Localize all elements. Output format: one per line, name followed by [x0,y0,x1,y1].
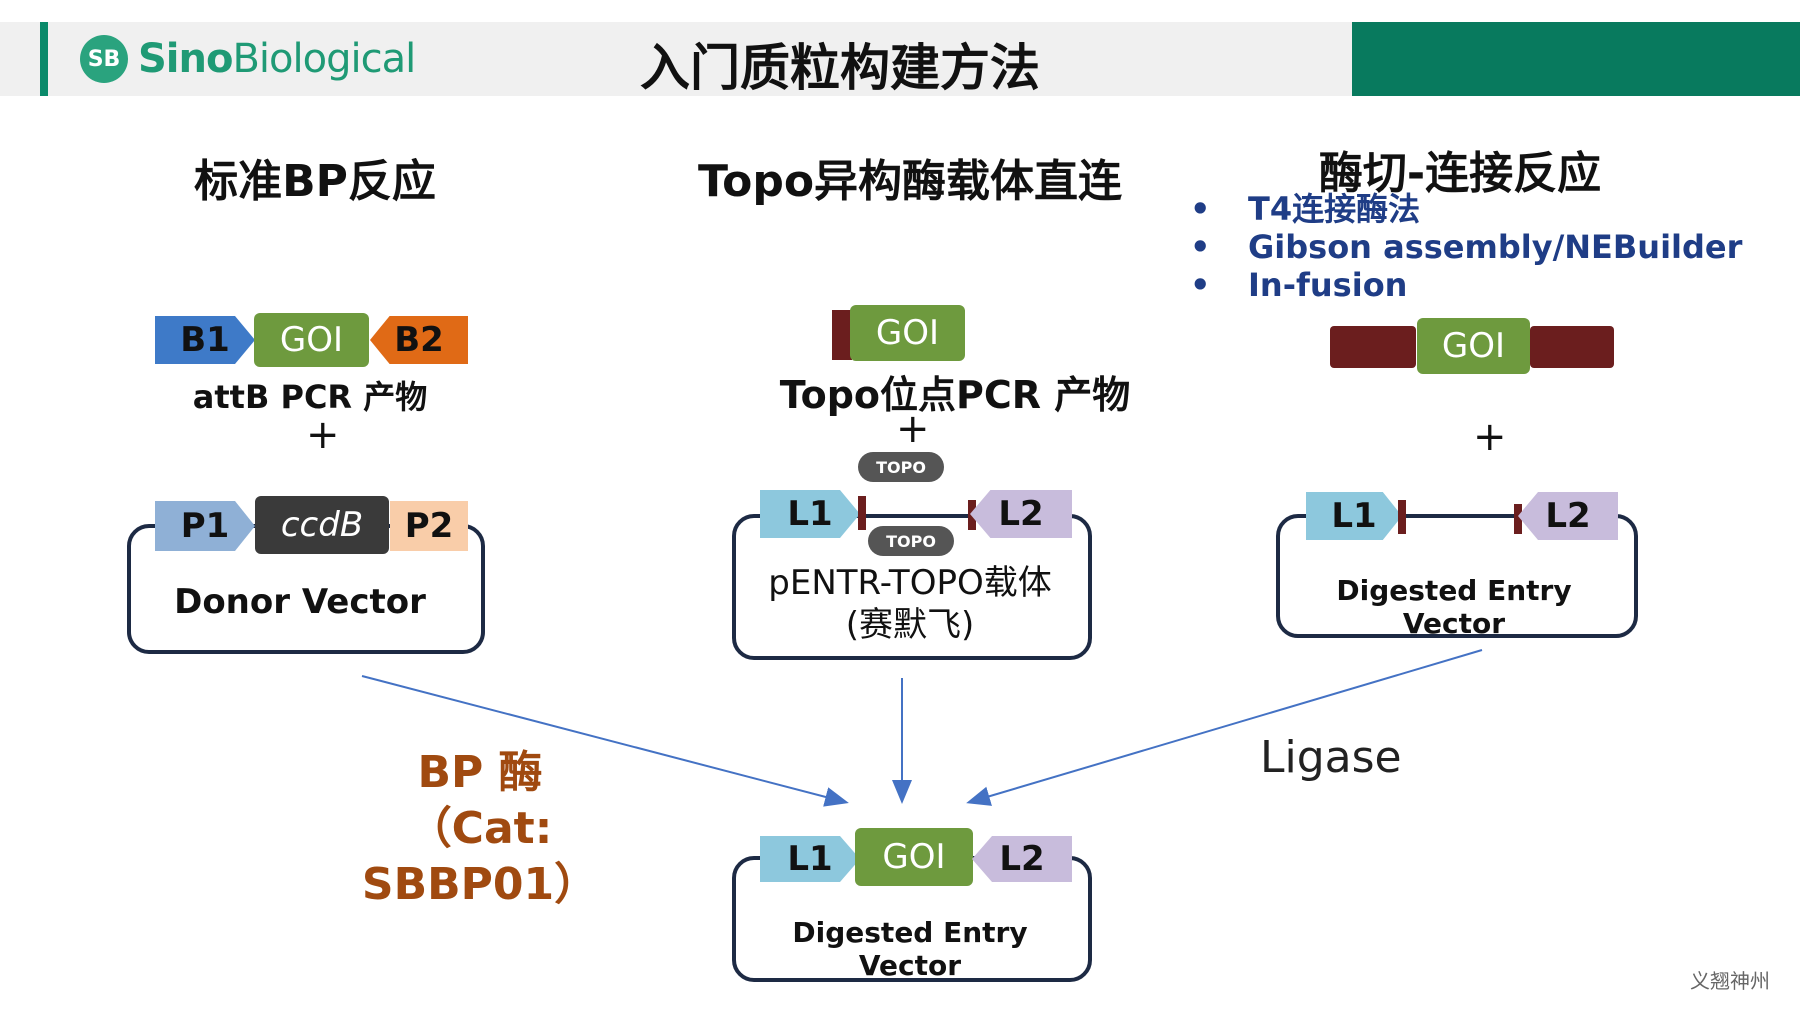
bullet-item: • T4连接酶法 [1190,190,1742,228]
logo-text-rest: Biological [232,36,416,82]
ligase-label: Ligase [1260,732,1402,783]
bullet-text: T4连接酶法 [1248,190,1421,228]
ccdb-block: ccdB [255,496,389,554]
arrow-bp-to-result [361,675,849,807]
p1-site: P1 [155,501,255,551]
digested-insert-end-right [1530,326,1614,368]
pentr-topo-vector-line2: (赛默飞) [845,605,975,645]
bp-enzyme-label: BP 酶 （Cat: SBBP01） [300,745,660,913]
bullet-text: Gibson assembly/NEBuilder [1248,228,1743,266]
digested-entry-vector-box [1276,514,1638,638]
logo-mark-icon: SB [80,35,128,83]
bullet-item: • Gibson assembly/NEBuilder [1190,228,1742,266]
l1-site-topo: L1 [760,490,860,538]
topo-overhang-left [832,310,852,360]
plus-sign-topo: + [896,406,930,452]
bullet-dot: • [1190,190,1211,228]
l2-site-digest: L2 [1518,492,1618,540]
pentr-topo-vector-box [732,514,1092,660]
goi-block-bp: GOI [254,313,369,367]
bullet-item: • In-fusion [1190,266,1742,304]
footer-watermark: 义翘神州 [1690,969,1770,993]
plus-sign-digest: + [1473,414,1507,460]
topo-enzyme-badge-1: TOPO [858,452,944,482]
digest-maroon-end-right [1514,504,1522,534]
p2-site: P2 [390,501,468,551]
logo-text: SinoBiological [138,36,416,82]
result-vector-label: Digested Entry Vector [792,916,1028,982]
pentr-topo-vector-label: pENTR-TOPO载体 (赛默飞) [745,562,1075,646]
digest-maroon-end-left [1398,500,1406,534]
section-title-digest: 酶切-连接反应 [1318,148,1602,199]
bullet-text: In-fusion [1248,266,1408,304]
section-title-topo: Topo异构酶载体直连 [697,156,1123,207]
bullet-dot: • [1190,266,1211,304]
bp-enzyme-line2: （Cat: SBBP01） [361,803,599,910]
attb-pcr-product-label: attB PCR 产物 [192,378,428,416]
topo-maroon-end-left [858,496,866,530]
sino-biological-logo: SB SinoBiological [80,34,416,84]
section-title-bp: 标准BP反应 [194,156,436,207]
l2-site-topo: L2 [970,490,1072,538]
b1-site: B1 [155,316,255,364]
plus-sign-bp: + [306,412,340,458]
logo-text-bold: Sino [138,36,233,82]
l1-site-result: L1 [760,836,860,882]
bullet-dot: • [1190,228,1211,266]
page-title: 入门质粒构建方法 [640,39,1040,97]
l2-site-result: L2 [972,836,1072,882]
l1-site-digest: L1 [1306,492,1402,540]
digested-insert-end-left [1330,326,1416,368]
goi-block-digest: GOI [1417,318,1530,374]
digested-entry-vector-label: Digested Entry Vector [1336,574,1572,640]
header-green-block [1352,22,1800,96]
pentr-topo-vector-line1: pENTR-TOPO载体 [768,563,1052,603]
topo-enzyme-badge-2: TOPO [868,526,954,556]
header-accent [40,22,48,96]
arrow-digest-to-result [966,649,1483,806]
topo-pcr-product-label: Topo位点PCR 产物 [779,373,1131,417]
bp-enzyme-line1: BP 酶 [417,747,543,798]
b2-site: B2 [370,316,468,364]
method-bullet-list: • T4连接酶法 • Gibson assembly/NEBuilder • In-f… [1190,190,1742,304]
goi-block-result: GOI [855,828,973,886]
goi-block-topo: GOI [850,305,965,361]
donor-vector-label: Donor Vector [174,582,426,622]
